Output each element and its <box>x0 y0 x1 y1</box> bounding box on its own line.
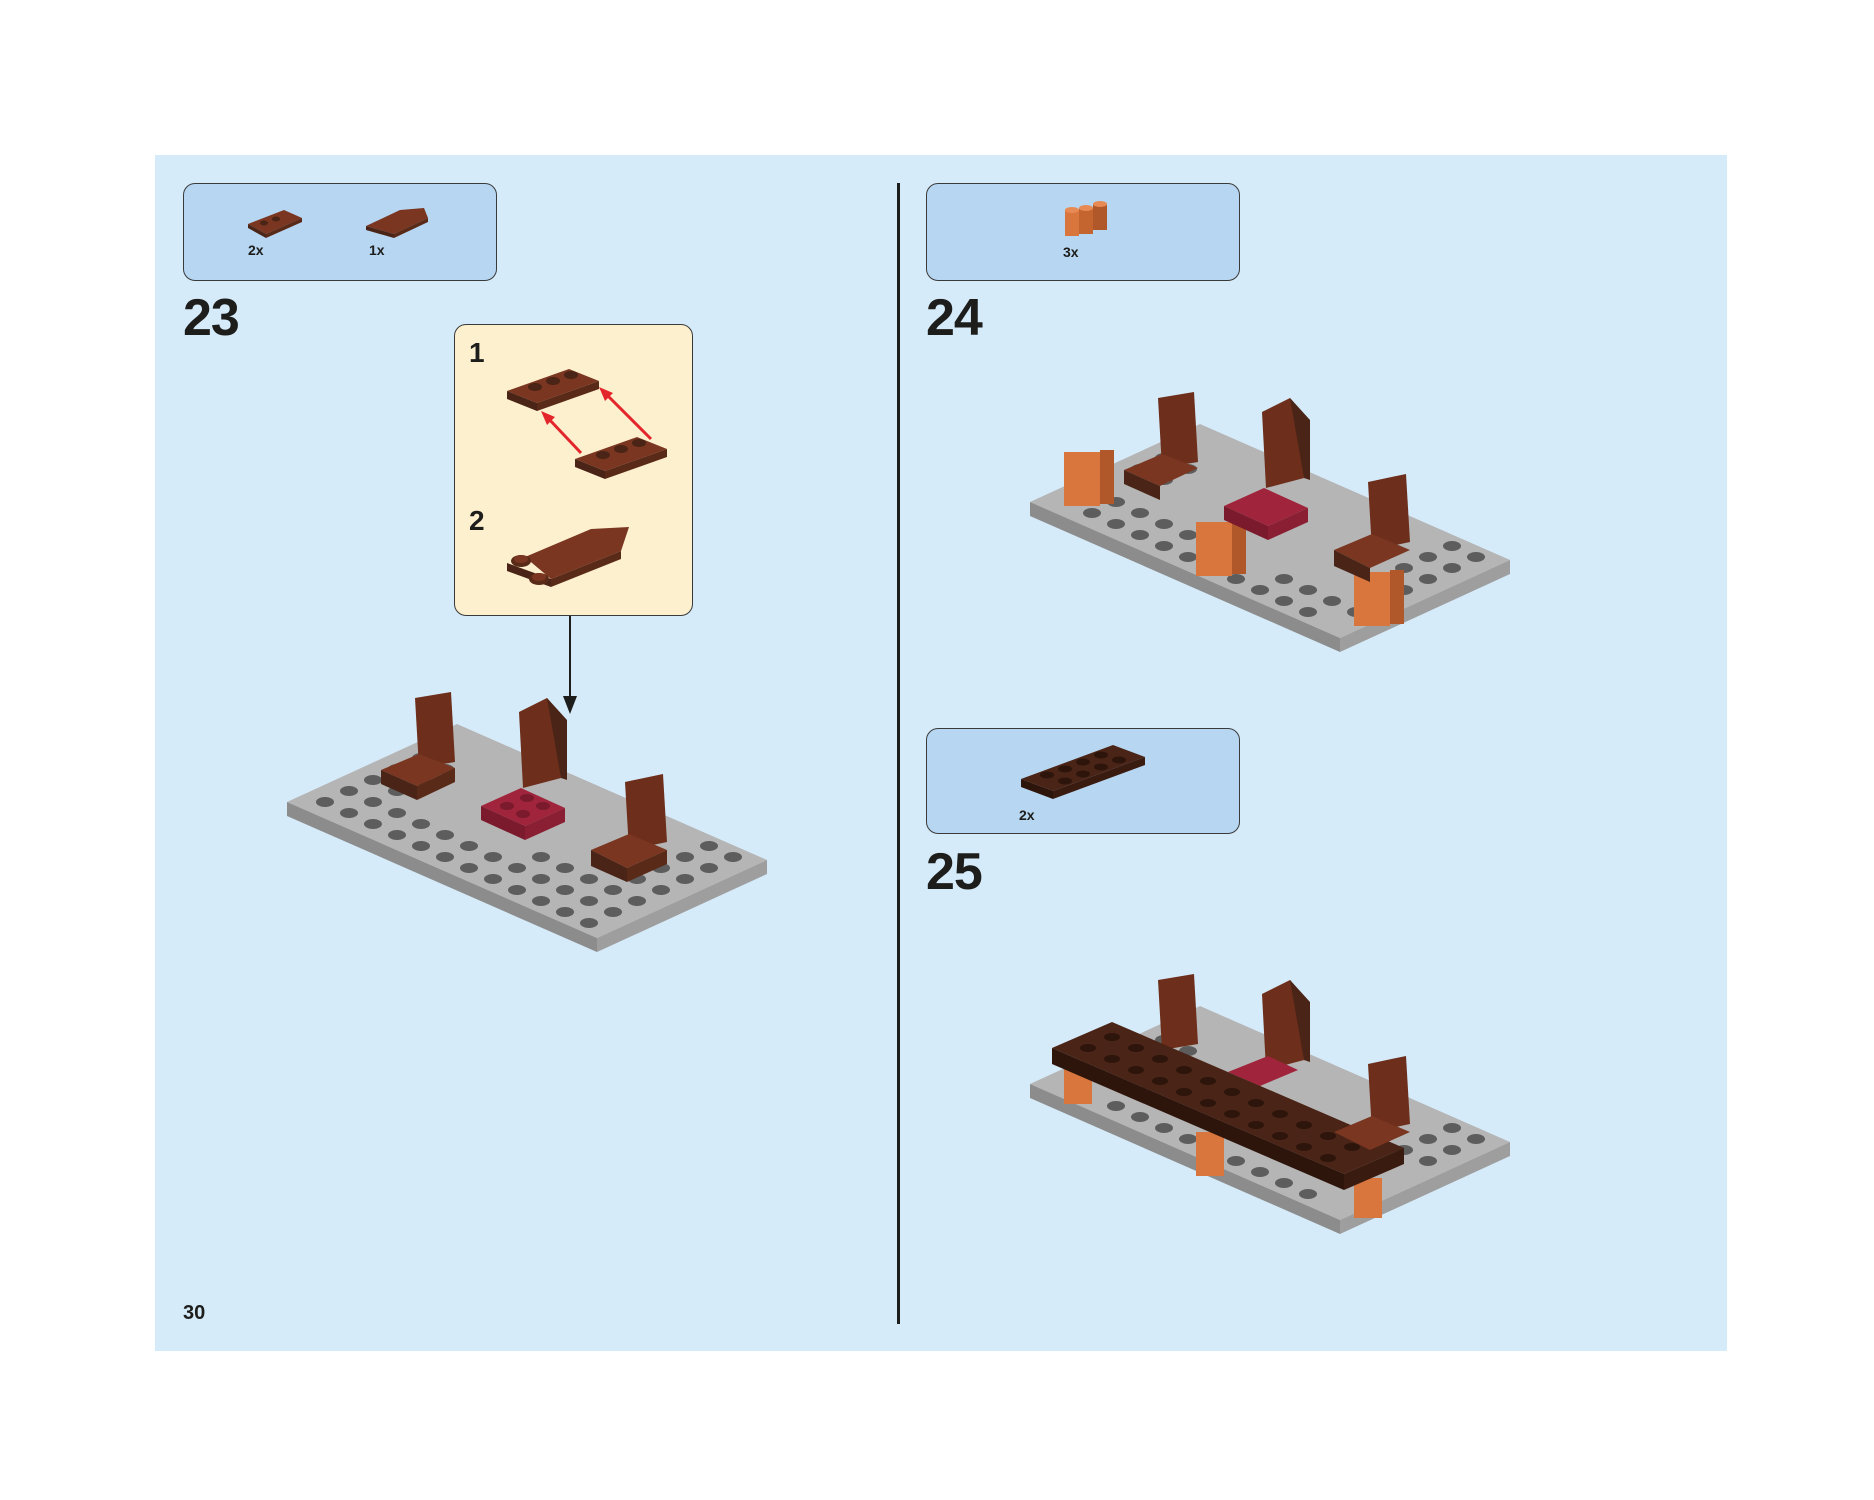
part-qty-2x: 2x <box>1019 807 1035 823</box>
orange-round-brick-icon <box>1063 200 1111 242</box>
dark-brown-plate-2x6-icon <box>1019 739 1149 803</box>
baseplate-with-brown-table-model <box>1028 972 1518 1252</box>
sub-assembly-callout: 1 2 <box>454 324 693 616</box>
reddish-brown-hinge-plate-icon <box>244 206 304 240</box>
reddish-brown-wedge-plate-icon <box>364 204 430 242</box>
step-number-23: 23 <box>183 288 239 348</box>
baseplate-with-chairs-and-orange-bricks-model <box>1028 390 1518 670</box>
step-number-24: 24 <box>926 288 982 348</box>
baseplate-with-chairs-model <box>285 690 775 970</box>
part-qty-3x: 3x <box>1063 244 1079 260</box>
parts-box-step-24: 3x <box>926 183 1240 281</box>
parts-box-step-25: 2x <box>926 728 1240 834</box>
substep-number-1: 1 <box>469 337 485 369</box>
step-number-25: 25 <box>926 842 982 902</box>
column-divider <box>897 183 900 1324</box>
page-number: 30 <box>183 1302 205 1325</box>
chair-back-assembly-icon <box>505 521 635 601</box>
part-qty-1x: 1x <box>369 242 385 258</box>
parts-box-step-23: 2x 1x <box>183 183 497 281</box>
hinge-plate-pair-assembly-icon <box>505 363 675 483</box>
substep-number-2: 2 <box>469 505 485 537</box>
part-qty-2x: 2x <box>248 242 264 258</box>
